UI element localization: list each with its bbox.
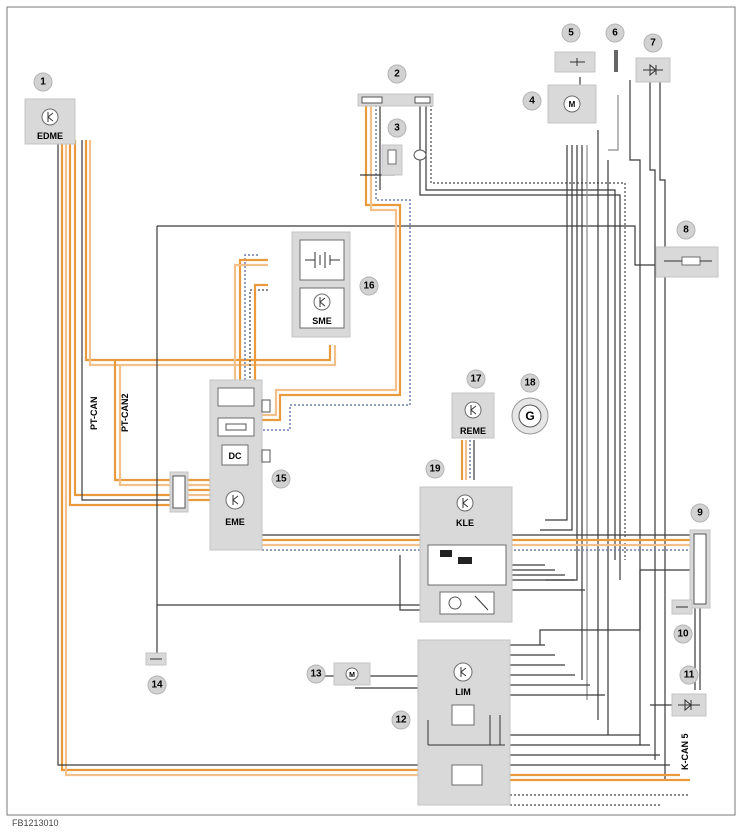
svg-text:16: 16 <box>363 281 375 292</box>
k-can5-label: K-CAN 5 <box>680 733 690 770</box>
high-voltage-battery-16: SME <box>291 231 351 338</box>
generator-label: G <box>525 409 534 423</box>
wiring-harness <box>57 77 701 806</box>
callout-14: 14 <box>147 675 167 695</box>
svg-text:9: 9 <box>697 508 703 519</box>
callout-12: 12 <box>391 710 411 730</box>
svg-text:8: 8 <box>683 225 689 236</box>
fuse-8 <box>655 246 719 278</box>
svg-text:4: 4 <box>529 96 535 107</box>
callout-1: 1 <box>33 72 53 92</box>
connector-2 <box>357 93 434 107</box>
motor-m-icon: M <box>569 100 576 109</box>
svg-text:3: 3 <box>394 123 400 134</box>
motor-4: M <box>547 84 597 124</box>
callout-10: 10 <box>673 624 693 644</box>
kle-label: KLE <box>456 518 474 528</box>
sensor-5 <box>554 51 596 73</box>
relay-3 <box>381 144 427 176</box>
connector-pt-can <box>169 471 189 513</box>
eme-module-15: DC EME <box>209 379 271 551</box>
callout-15: 15 <box>271 469 291 489</box>
svg-text:6: 6 <box>612 28 618 39</box>
svg-text:14: 14 <box>151 680 163 691</box>
callout-19: 19 <box>425 459 445 479</box>
svg-text:2: 2 <box>394 69 400 80</box>
callout-9: 9 <box>690 503 710 523</box>
switch-10 <box>671 599 693 615</box>
callouts: 1 2 3 4 5 6 7 8 9 10 11 12 13 14 15 16 1… <box>33 23 710 730</box>
reme-label: REME <box>460 426 486 436</box>
callout-8: 8 <box>676 220 696 240</box>
pt-can-label: PT-CAN <box>89 397 99 431</box>
svg-text:1: 1 <box>40 77 46 88</box>
connector-9 <box>689 529 711 609</box>
callout-13: 13 <box>306 664 326 684</box>
svg-text:12: 12 <box>395 715 407 726</box>
ground-point-6 <box>614 50 618 72</box>
svg-text:17: 17 <box>470 374 482 385</box>
generator-18: G <box>511 397 549 435</box>
reme-module-17: REME <box>451 392 495 439</box>
kle-module-19: KLE <box>419 486 513 623</box>
svg-text:11: 11 <box>684 670 695 681</box>
lim-label: LIM <box>455 687 471 697</box>
dc-label: DC <box>229 451 242 461</box>
callout-2: 2 <box>387 64 407 84</box>
svg-text:5: 5 <box>568 28 574 39</box>
callout-18: 18 <box>520 373 540 393</box>
motor-13: M <box>333 662 371 686</box>
callout-17: 17 <box>466 369 486 389</box>
motor-13-m-icon: M <box>349 672 355 679</box>
callout-5: 5 <box>561 23 581 43</box>
svg-text:18: 18 <box>524 378 536 389</box>
callout-3: 3 <box>387 118 407 138</box>
ground-point-14 <box>145 652 167 666</box>
callout-4: 4 <box>522 91 542 111</box>
edme-label: EDME <box>37 131 63 141</box>
pt-can2-label: PT-CAN2 <box>120 393 130 432</box>
svg-text:19: 19 <box>429 464 441 475</box>
lim-module-12: LIM <box>417 639 511 806</box>
svg-text:7: 7 <box>650 38 656 49</box>
sme-label: SME <box>312 316 332 326</box>
diode-11 <box>671 693 707 717</box>
edme-module: EDME <box>24 98 76 145</box>
diode-7 <box>635 57 671 83</box>
callout-7: 7 <box>643 33 663 53</box>
figure-id: FB1213010 <box>12 818 59 828</box>
svg-text:15: 15 <box>275 474 287 485</box>
svg-text:10: 10 <box>677 629 689 640</box>
callout-16: 16 <box>359 276 379 296</box>
callout-11: 11 <box>679 665 699 685</box>
callout-6: 6 <box>605 23 625 43</box>
svg-text:13: 13 <box>310 669 322 680</box>
eme-label: EME <box>225 517 245 527</box>
